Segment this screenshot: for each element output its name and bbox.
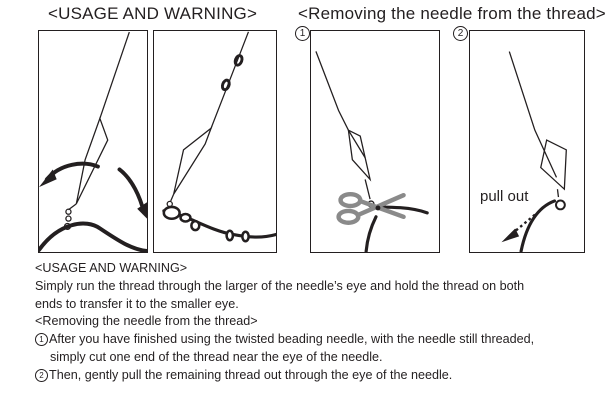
step-1-line-2: simply cut one end of the thread near th… [50, 349, 383, 364]
threading-needle-drawing [39, 31, 147, 252]
illustration-pull-out [469, 30, 585, 253]
usage-line-1: Simply run the thread through the larger… [35, 278, 525, 293]
instructions-text: <USAGE AND WARNING> Simply run the threa… [35, 260, 607, 385]
step-1-text-a: After you have finished using the twiste… [49, 332, 535, 347]
step-1-marker: 1 [295, 26, 310, 41]
illustration-cutting [310, 30, 440, 253]
pull-out-drawing [501, 51, 567, 252]
usage-heading: <USAGE AND WARNING> [48, 4, 258, 23]
removing-text-heading: <Removing the needle from the thread> [35, 314, 258, 329]
removing-heading: <Removing the needle from the thread> [298, 4, 606, 23]
step-1-number: 1 [35, 333, 48, 347]
usage-line-2: ends to transfer it to the smaller eye. [35, 296, 239, 311]
illustration-threading [38, 30, 148, 253]
pull-out-label: pull out [480, 188, 529, 205]
step-2-marker: 2 [453, 26, 468, 41]
transfer-thread-drawing [162, 31, 276, 243]
step-2-number: 2 [35, 368, 48, 382]
usage-text-heading: <USAGE AND WARNING> [35, 261, 188, 275]
scissors-cut-drawing [315, 51, 429, 252]
illustration-transfer [153, 30, 277, 253]
step-2-text-a: Then, gently pull the remaining thread o… [49, 367, 453, 382]
